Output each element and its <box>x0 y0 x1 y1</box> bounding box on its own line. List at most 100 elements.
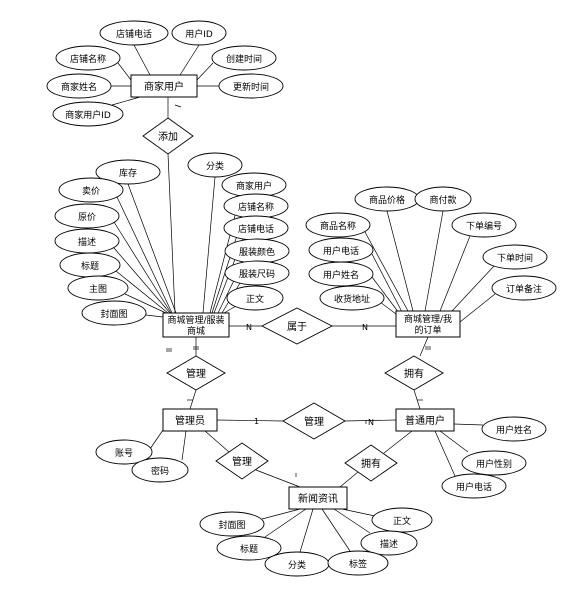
attr-content: 正文 <box>226 285 284 311</box>
connector-lines <box>111 44 496 553</box>
attr-product-shop-phone: 店铺电话 <box>223 215 289 241</box>
svg-text:商城: 商城 <box>187 325 205 337</box>
connector-line <box>439 430 469 453</box>
svg-text:用户电话: 用户电话 <box>323 245 359 257</box>
connector-line <box>149 429 164 450</box>
connector-line <box>196 62 214 81</box>
svg-text:的订单: 的订单 <box>414 324 441 336</box>
attr-shop-name: 店铺名称 <box>55 45 121 71</box>
attr-product-name: 商品名称 <box>305 212 371 238</box>
svg-text:商城管理/服装: 商城管理/服装 <box>167 314 224 326</box>
attr-news-category: 分类 <box>264 551 330 577</box>
svg-text:描述: 描述 <box>380 538 398 550</box>
svg-text:普通用户: 普通用户 <box>405 414 445 427</box>
svg-text:服装尺码: 服装尺码 <box>239 268 275 280</box>
svg-text:原价: 原价 <box>78 212 96 223</box>
entity-news: 新闻资讯 <box>288 486 348 510</box>
relationship-manage-user: 管理 <box>282 402 346 440</box>
svg-text:商家姓名: 商家姓名 <box>61 81 97 93</box>
attr-account: 账号 <box>95 439 153 465</box>
connector-line <box>299 508 314 553</box>
connector-line <box>124 293 167 314</box>
connector-line <box>111 96 141 106</box>
attr-original-price: 原价 <box>54 203 120 229</box>
svg-text:服装颜色: 服装颜色 <box>239 246 275 258</box>
svg-text:店铺名称: 店铺名称 <box>238 201 274 213</box>
connector-line <box>116 196 173 314</box>
attr-shop-phone: 店铺电话 <box>99 20 169 46</box>
svg-text:管理: 管理 <box>186 367 206 380</box>
svg-text:添加: 添加 <box>158 130 178 143</box>
relationship-belong: 属于 <box>261 307 333 345</box>
connector-line <box>179 44 200 76</box>
connector-line <box>424 210 444 312</box>
attr-clothing-size: 服装尺码 <box>224 260 290 286</box>
attr-user-id: 用户ID <box>171 20 227 46</box>
svg-text:分类: 分类 <box>288 559 306 571</box>
svg-text:拥有: 拥有 <box>404 367 424 380</box>
svg-text:订单备注: 订单备注 <box>506 283 542 295</box>
svg-text:店铺名称: 店铺名称 <box>70 53 106 65</box>
svg-text:拥有: 拥有 <box>361 457 381 470</box>
attr-title: 标题 <box>59 252 121 278</box>
attr-user-phone: 用户电话 <box>441 473 507 499</box>
connector-line <box>333 508 371 534</box>
entity-order: 商城管理/我 的订单 <box>395 310 461 338</box>
connector-line <box>117 62 132 81</box>
attr-main-image: 主图 <box>67 275 129 301</box>
connector-line <box>202 176 216 314</box>
connector-line <box>383 430 413 454</box>
connector-line <box>344 419 397 422</box>
svg-text:收货地址: 收货地址 <box>334 293 370 305</box>
attr-order-user-phone: 用户电话 <box>308 237 374 263</box>
attr-order-time: 下单时间 <box>482 244 548 270</box>
svg-text:卖价: 卖价 <box>82 186 100 197</box>
connector-line <box>339 471 359 488</box>
svg-text:用户姓名: 用户姓名 <box>496 424 532 436</box>
attr-user-gender: 用户性别 <box>461 450 527 476</box>
relationship-manage-product: 管理 <box>166 355 226 391</box>
connector-line <box>371 276 400 314</box>
connector-line <box>341 508 376 517</box>
connector-line <box>216 419 284 422</box>
connector-line <box>133 44 151 76</box>
cardinality-label: N <box>246 323 252 332</box>
connector-line <box>371 253 403 313</box>
entity-user: 普通用户 <box>395 408 455 432</box>
svg-text:商家用户ID: 商家用户ID <box>65 109 111 121</box>
attr-order-remark: 订单备注 <box>491 275 557 301</box>
attr-description: 描述 <box>54 228 120 254</box>
connector-line <box>379 301 397 315</box>
connector-line <box>113 221 172 314</box>
svg-text:用户电话: 用户电话 <box>456 481 492 493</box>
connector-line <box>413 389 421 410</box>
connector-line <box>145 314 164 318</box>
svg-text:封面图: 封面图 <box>218 519 245 531</box>
connector-line <box>419 336 429 357</box>
svg-text:商品名称: 商品名称 <box>320 220 356 232</box>
connector-line <box>459 293 496 323</box>
svg-text:描述: 描述 <box>78 236 96 248</box>
connector-line <box>364 231 409 312</box>
svg-text:账号: 账号 <box>115 448 133 459</box>
attr-merchant-name: 商家姓名 <box>46 73 112 99</box>
entity-admin: 管理员 <box>162 408 218 432</box>
attr-news-content: 正文 <box>371 507 433 533</box>
svg-text:商品价格: 商品价格 <box>369 194 405 206</box>
cardinality-label: N <box>362 323 368 332</box>
attr-category: 分类 <box>187 152 243 178</box>
connector-line <box>264 508 307 538</box>
connector-line <box>127 183 177 314</box>
attr-created-time: 创建时间 <box>211 45 277 71</box>
svg-text:封面图: 封面图 <box>100 308 127 320</box>
svg-text:商城管理/我: 商城管理/我 <box>404 313 452 325</box>
svg-text:下单编号: 下单编号 <box>466 220 502 232</box>
attr-clothing-color: 服装颜色 <box>224 238 290 264</box>
cardinality-label: 1 <box>254 417 259 426</box>
connector-line <box>167 153 176 314</box>
svg-text:创建时间: 创建时间 <box>226 53 262 65</box>
connector-line <box>113 247 171 314</box>
svg-text:商家用户: 商家用户 <box>144 80 184 93</box>
attr-order-user-name: 用户姓名 <box>308 261 374 287</box>
attr-payment: 商付款 <box>414 186 472 212</box>
